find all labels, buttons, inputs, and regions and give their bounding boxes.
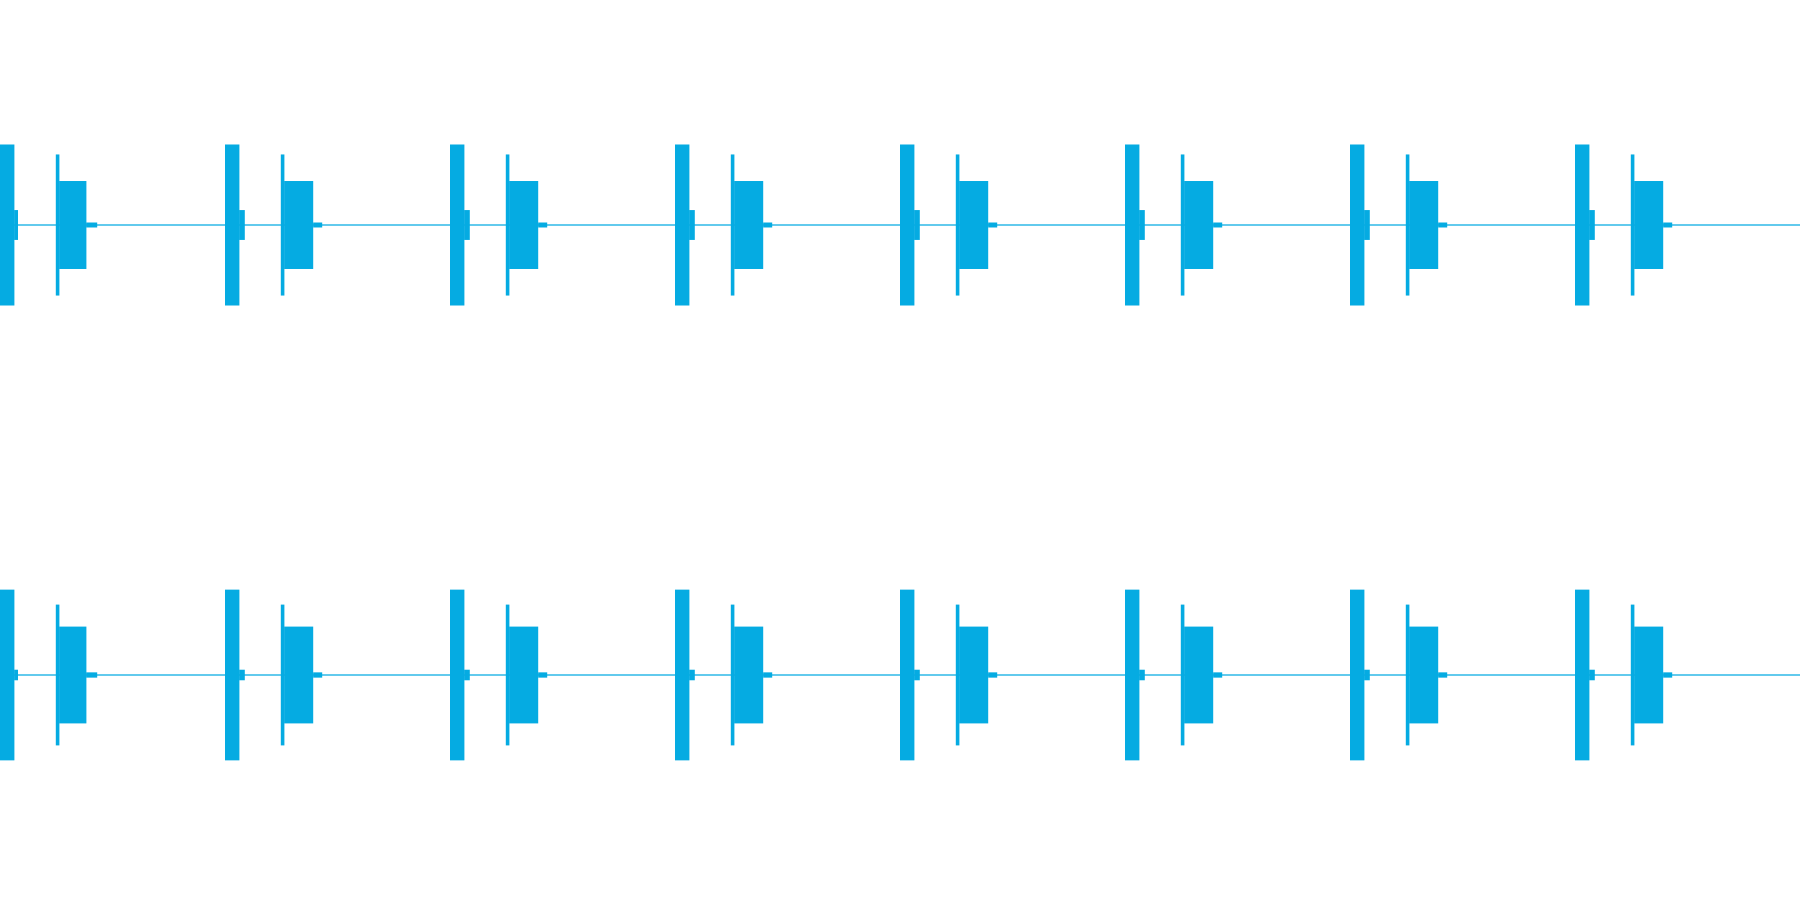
waveform-burst <box>284 626 314 724</box>
waveform-burst <box>86 222 98 228</box>
waveform-burst <box>689 210 695 240</box>
waveform-burst <box>1405 154 1410 296</box>
waveform-burst <box>14 669 18 681</box>
waveform-burst <box>675 144 690 306</box>
waveform-burst <box>1213 222 1223 228</box>
waveform-burst <box>1405 604 1410 746</box>
waveform-burst <box>1184 181 1214 269</box>
waveform-burst <box>988 672 998 678</box>
waveform-burst <box>225 589 240 761</box>
waveform-burst <box>1409 181 1439 269</box>
waveform-burst <box>1409 626 1439 724</box>
waveform-burst <box>734 181 764 269</box>
waveform-burst <box>509 626 539 724</box>
waveform-burst <box>505 604 510 746</box>
waveform-burst <box>730 604 735 746</box>
waveform-burst <box>509 181 539 269</box>
waveform-burst <box>955 604 960 746</box>
waveform-burst <box>1634 181 1664 269</box>
waveform-burst <box>1575 589 1590 761</box>
waveform-burst <box>763 672 773 678</box>
waveform-burst <box>313 672 323 678</box>
waveform-burst <box>0 144 15 306</box>
waveform-burst <box>1589 669 1595 681</box>
waveform-burst <box>734 626 764 724</box>
waveform-burst <box>1364 210 1370 240</box>
waveform-burst <box>689 669 695 681</box>
waveform-burst <box>900 589 915 761</box>
waveform-burst <box>1180 604 1185 746</box>
waveform-burst <box>900 144 915 306</box>
waveform-burst <box>763 222 773 228</box>
waveform-burst <box>1125 589 1140 761</box>
waveform-burst <box>1438 222 1448 228</box>
waveform-burst <box>0 589 15 761</box>
waveform-burst <box>1575 144 1590 306</box>
waveform-burst <box>988 222 998 228</box>
waveform-burst <box>239 210 245 240</box>
waveform-burst <box>1663 672 1673 678</box>
waveform-burst <box>14 210 18 240</box>
waveform-burst <box>730 154 735 296</box>
waveform-burst <box>225 144 240 306</box>
channel-2-track <box>0 589 1800 761</box>
waveform-burst <box>538 672 548 678</box>
waveform-burst <box>1139 210 1145 240</box>
waveform-burst <box>313 222 323 228</box>
waveform-burst <box>450 144 465 306</box>
waveform-burst <box>450 589 465 761</box>
waveform-burst <box>538 222 548 228</box>
waveform-burst <box>1589 210 1595 240</box>
waveform-burst <box>280 154 285 296</box>
waveform-burst <box>1364 669 1370 681</box>
waveform-burst <box>1139 669 1145 681</box>
waveform-burst <box>1630 154 1635 296</box>
waveform-burst <box>1350 144 1365 306</box>
waveform-burst <box>239 669 245 681</box>
waveform-burst <box>59 626 87 724</box>
waveform-burst <box>914 669 920 681</box>
waveform-burst <box>464 210 470 240</box>
waveform-burst <box>959 626 989 724</box>
waveform-burst <box>464 669 470 681</box>
waveform-burst <box>59 181 87 269</box>
waveform-burst <box>1213 672 1223 678</box>
waveform-burst <box>1184 626 1214 724</box>
waveform-burst <box>505 154 510 296</box>
waveform-burst <box>1438 672 1448 678</box>
waveform-burst <box>1125 144 1140 306</box>
waveform-burst <box>55 604 60 746</box>
waveform-burst <box>1350 589 1365 761</box>
waveform-burst <box>284 181 314 269</box>
waveform-burst <box>86 672 98 678</box>
waveform-burst <box>1634 626 1664 724</box>
channel-1-track <box>0 144 1800 306</box>
waveform-burst <box>959 181 989 269</box>
waveform-burst <box>1630 604 1635 746</box>
waveform-burst <box>280 604 285 746</box>
waveform-burst <box>675 589 690 761</box>
waveform-burst <box>914 210 920 240</box>
waveform-burst <box>55 154 60 296</box>
waveform-burst <box>955 154 960 296</box>
waveform-burst <box>1180 154 1185 296</box>
waveform-burst <box>1663 222 1673 228</box>
